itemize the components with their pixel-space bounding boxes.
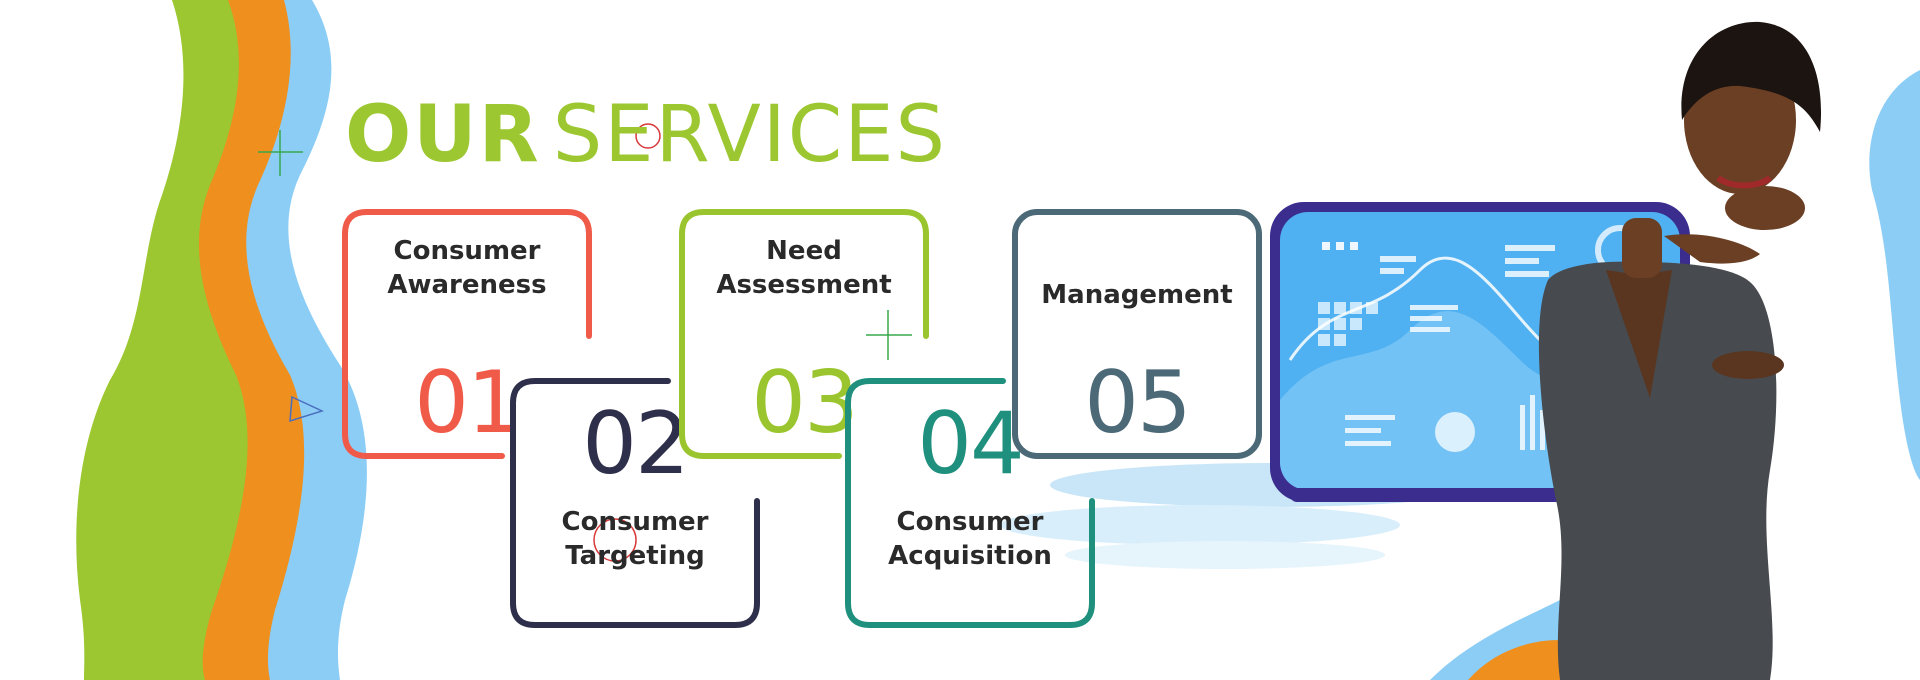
- service-card-02: 02 Consumer Targeting: [510, 378, 760, 628]
- card-frame: [510, 378, 760, 628]
- service-number: 04: [917, 394, 1024, 494]
- service-number: 01: [414, 353, 521, 453]
- service-label: Consumer Targeting: [561, 507, 709, 571]
- service-card-01: Consumer Awareness 01: [342, 209, 592, 459]
- service-label: Consumer Awareness: [387, 236, 547, 300]
- service-label: Consumer Acquisition: [888, 507, 1052, 571]
- service-card-03: Need Assessment 03: [679, 209, 929, 459]
- service-number: 03: [751, 353, 858, 453]
- card-frame: [1012, 209, 1262, 459]
- service-number: 02: [582, 394, 689, 494]
- service-card-05: Management 05: [1012, 209, 1262, 459]
- card-frame: [845, 378, 1095, 628]
- title-light: SERVICES: [552, 90, 948, 180]
- sparkle-decorations: [258, 123, 912, 562]
- presenter-figure: [1538, 21, 1822, 680]
- service-number: 05: [1084, 353, 1191, 453]
- card-frame: [679, 209, 929, 459]
- service-label: Need Assessment: [716, 236, 892, 300]
- title-bold: OUR: [345, 90, 541, 180]
- card-frame: [342, 209, 592, 459]
- service-label: Management: [1041, 280, 1233, 310]
- service-card-04: 04 Consumer Acquisition: [845, 378, 1095, 628]
